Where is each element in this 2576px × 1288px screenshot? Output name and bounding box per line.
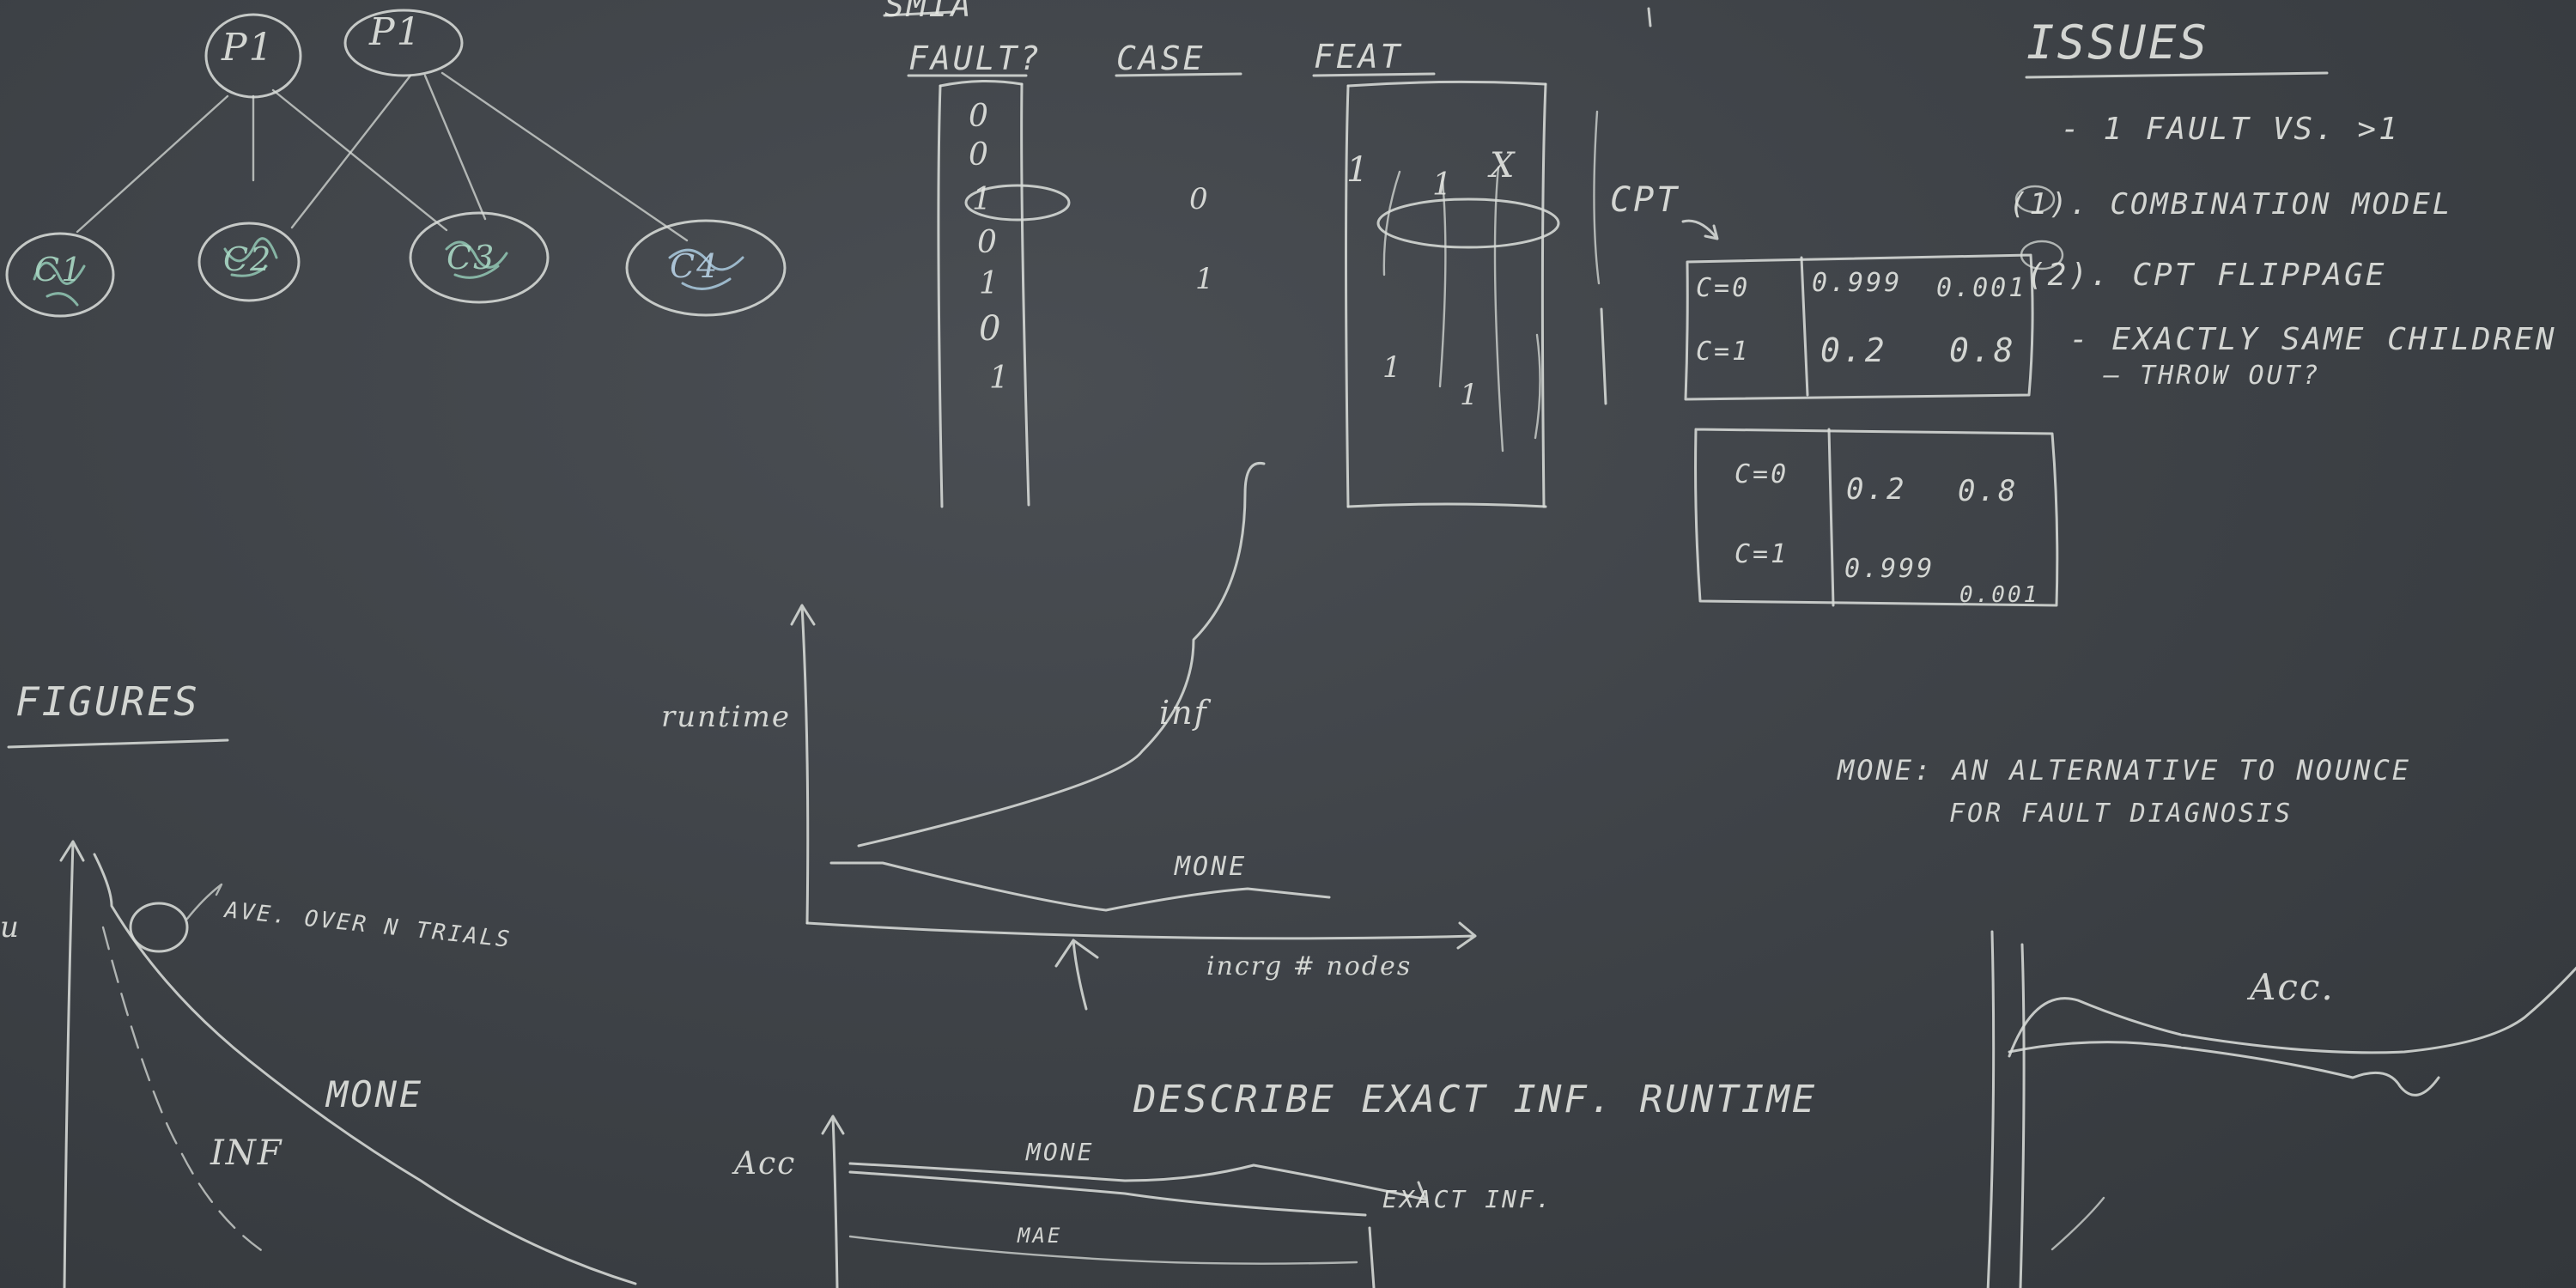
issue-item: (1). COMBINATION MODEL <box>2009 187 2453 222</box>
cpt-tables-drawing <box>1684 240 2064 607</box>
runtime-caption: DESCRIBE EXACT INF. RUNTIME <box>1133 1078 1818 1121</box>
child-node-label-1: C1 <box>34 251 84 289</box>
parent-node-label-2: P1 <box>369 10 422 54</box>
mone-note-line-1: MONE: AN ALTERNATIVE TO NOUNCE <box>1838 754 2411 787</box>
figures-plot-drawing <box>7 738 637 1288</box>
acc-bottom-mone-label: MONE <box>1026 1138 1095 1166</box>
figures-ylabel-fragment: u <box>0 910 21 945</box>
acc-right-label: Acc. <box>2250 966 2335 1008</box>
case-value: 1 <box>1195 262 1216 296</box>
cpt-2-row-2-case: C=1 <box>1735 539 1789 569</box>
cpt-1-row-2-p0: 0.2 <box>1820 331 1887 369</box>
feat-column-header: FEAT <box>1314 38 1403 76</box>
acc-bottom-ylabel: Acc <box>734 1146 797 1182</box>
child-node-label-2: C2 <box>223 240 273 278</box>
issues-title: ISSUES <box>2026 15 2210 70</box>
runtime-mone-label: MONE <box>1175 852 1248 882</box>
cpt-2-row-2-p1: 0.001 <box>1959 582 2040 608</box>
issue-item: - EXACTLY SAME CHILDREN <box>2069 322 2557 357</box>
cpt-2-row-1-case: C=0 <box>1735 459 1789 489</box>
smia-table-drawing <box>883 7 1719 508</box>
acc-bottom-mae-label: MAE <box>1018 1224 1063 1248</box>
feat-mark: X <box>1490 146 1516 185</box>
cpt-2-row-1-p1: 0.8 <box>1958 474 2019 508</box>
cpt-2-row-1-p0: 0.2 <box>1846 472 1907 507</box>
cpt-1-row-2-p1: 0.8 <box>1949 331 2016 369</box>
cpt-label: CPT <box>1610 180 1680 220</box>
cpt-1-row-1-p1: 0.001 <box>1936 273 2027 303</box>
parent-node-label-1: P1 <box>222 26 275 70</box>
accuracy-plot-right-drawing <box>1986 930 2576 1288</box>
figures-title: FIGURES <box>15 678 200 725</box>
case-column-header: CASE <box>1116 39 1206 77</box>
fault-value: 0 <box>969 99 990 134</box>
fault-column-header: FAULT? <box>908 39 1042 77</box>
cpt-1-row-1-case: C=0 <box>1696 273 1751 303</box>
mone-note-line-2: FOR FAULT DIAGNOSIS <box>1949 799 2293 829</box>
feat-mark: 1 <box>1432 167 1454 203</box>
feat-mark: 1 <box>1346 150 1370 190</box>
issue-item: - 1 FAULT VS. >1 <box>2061 112 2400 147</box>
child-node-label-4: C4 <box>670 247 720 285</box>
figures-mone-label: MONE <box>326 1073 424 1115</box>
cpt-1-row-2-case: C=1 <box>1696 337 1751 367</box>
cpt-1-row-1-p0: 0.999 <box>1812 268 1903 298</box>
accuracy-plot-bottom-drawing <box>821 1115 1427 1288</box>
feat-mark: 1 <box>1460 378 1480 412</box>
bayes-network-drawing <box>5 9 787 318</box>
nodes-axis-label: incrg # nodes <box>1206 951 1413 981</box>
issue-item: (2). CPT FLIPPAGE <box>2026 258 2387 293</box>
fault-value: 1 <box>989 361 1011 396</box>
fault-value: 0 <box>979 309 1003 349</box>
figures-inf-label: INF <box>210 1133 283 1173</box>
fault-value: 1 <box>972 182 993 217</box>
case-value: 0 <box>1189 182 1210 216</box>
runtime-inf-label: inf <box>1159 694 1208 732</box>
issues-marks <box>2014 71 2329 214</box>
acc-bottom-exact-label: EXACT INF. <box>1382 1185 1553 1213</box>
child-node-label-3: C3 <box>447 239 496 276</box>
smia-header: SMIA <box>884 0 974 24</box>
feat-mark: 1 <box>1382 350 1403 385</box>
cpt-2-row-2-p0: 0.999 <box>1844 554 1935 584</box>
fault-value: 1 <box>979 266 1000 301</box>
runtime-axis-label: runtime <box>661 700 791 734</box>
issue-item: — THROW OUT? <box>2104 361 2321 391</box>
fault-value: 0 <box>969 137 990 173</box>
runtime-plot-drawing <box>790 461 1477 1011</box>
fault-value: 0 <box>977 225 999 260</box>
